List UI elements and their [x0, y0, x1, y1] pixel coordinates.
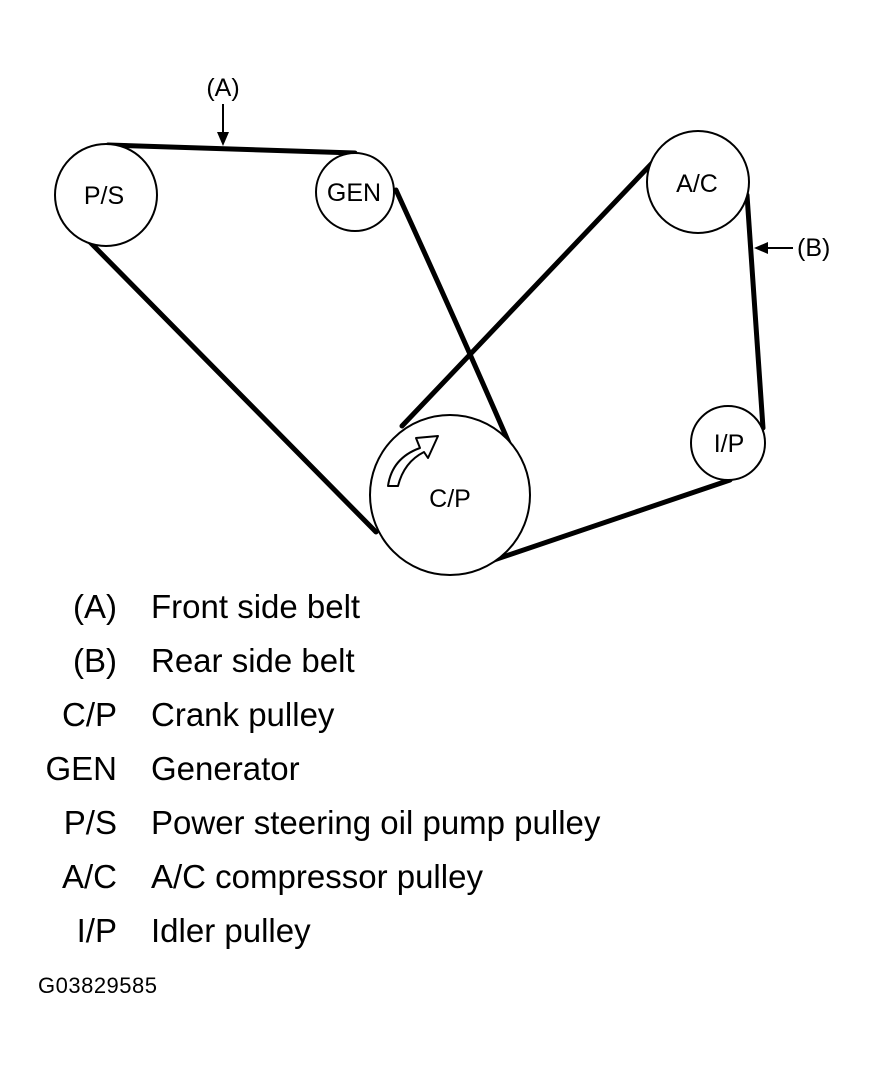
gen-pulley	[315, 152, 395, 232]
legend-row: I/P Idler pulley	[0, 912, 877, 966]
legend-row: P/S Power steering oil pump pulley	[0, 804, 877, 858]
legend-code: P/S	[63, 804, 117, 841]
callout-a-arrow-icon	[217, 104, 229, 146]
legend-code: (B)	[73, 642, 117, 679]
ip-pulley	[690, 405, 766, 481]
rear-side-belt	[399, 157, 766, 566]
legend-description: Idler pulley	[151, 912, 311, 949]
legend-description: Front side belt	[151, 588, 361, 625]
belt-routing-diagram: P/S GEN A/C I/P C/P (A) (B)	[54, 74, 830, 576]
legend-code: (A)	[73, 588, 117, 625]
legend-description: A/C compressor pulley	[151, 858, 483, 895]
legend-row: C/P Crank pulley	[0, 696, 877, 750]
ps-pulley-label: P/S	[84, 182, 124, 210]
ps-pulley	[54, 143, 158, 247]
legend-description: Power steering oil pump pulley	[151, 804, 601, 841]
callout-b-arrow-icon	[754, 242, 793, 254]
legend-row: A/C A/C compressor pulley	[0, 858, 877, 912]
legend-row: GEN Generator	[0, 750, 877, 804]
legend-row: (A) Front side belt	[0, 588, 877, 642]
ac-pulley	[646, 130, 750, 234]
figure-id: G03829585	[38, 973, 158, 998]
legend-code: GEN	[45, 750, 117, 787]
legend-description: Crank pulley	[151, 696, 335, 733]
legend-code: A/C	[61, 858, 117, 895]
callout-b-label: (B)	[797, 234, 830, 262]
gen-pulley-label: GEN	[327, 179, 381, 207]
legend-code: I/P	[76, 912, 117, 949]
legend-description: Rear side belt	[151, 642, 355, 679]
ip-pulley-label: I/P	[714, 430, 745, 458]
legend-row: (B) Rear side belt	[0, 642, 877, 696]
callout-a-label: (A)	[206, 74, 239, 102]
front-side-belt	[83, 142, 515, 535]
rotation-arrow-icon	[387, 435, 439, 487]
cp-pulley-label: C/P	[429, 485, 471, 513]
legend-description: Generator	[151, 750, 300, 787]
ac-pulley-label: A/C	[676, 170, 718, 198]
legend-code: C/P	[61, 696, 117, 733]
